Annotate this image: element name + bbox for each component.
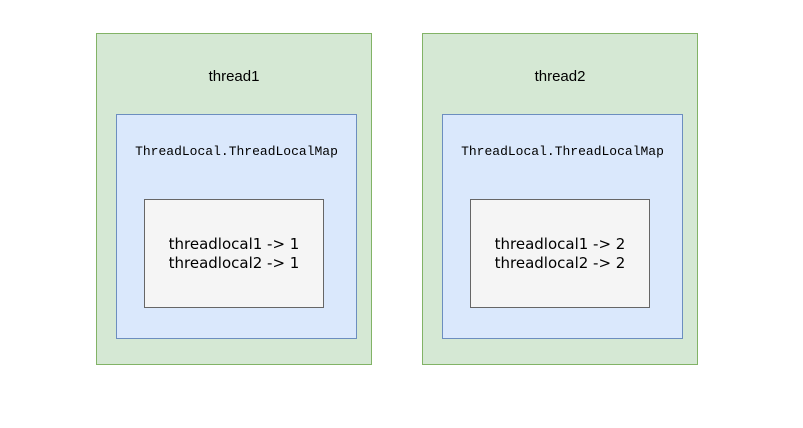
thread1-entries-box: threadlocal1 -> 1 threadlocal2 -> 1 <box>144 199 324 308</box>
thread1-threadlocalmap-title: ThreadLocal.ThreadLocalMap <box>135 144 338 159</box>
thread2-entries-box: threadlocal1 -> 2 threadlocal2 -> 2 <box>470 199 650 308</box>
map-entry: threadlocal2 -> 1 <box>168 253 300 272</box>
map-entry: threadlocal1 -> 2 <box>494 234 626 253</box>
thread2-title: thread2 <box>534 68 586 85</box>
map-entry: threadlocal1 -> 1 <box>168 234 300 253</box>
thread1-box: thread1 ThreadLocal.ThreadLocalMap threa… <box>96 33 372 365</box>
thread2-box: thread2 ThreadLocal.ThreadLocalMap threa… <box>422 33 698 365</box>
thread2-threadlocalmap-title: ThreadLocal.ThreadLocalMap <box>461 144 664 159</box>
thread1-title: thread1 <box>208 68 260 85</box>
thread1-threadlocalmap-box: ThreadLocal.ThreadLocalMap threadlocal1 … <box>116 114 357 339</box>
thread2-threadlocalmap-box: ThreadLocal.ThreadLocalMap threadlocal1 … <box>442 114 683 339</box>
map-entry: threadlocal2 -> 2 <box>494 253 626 272</box>
